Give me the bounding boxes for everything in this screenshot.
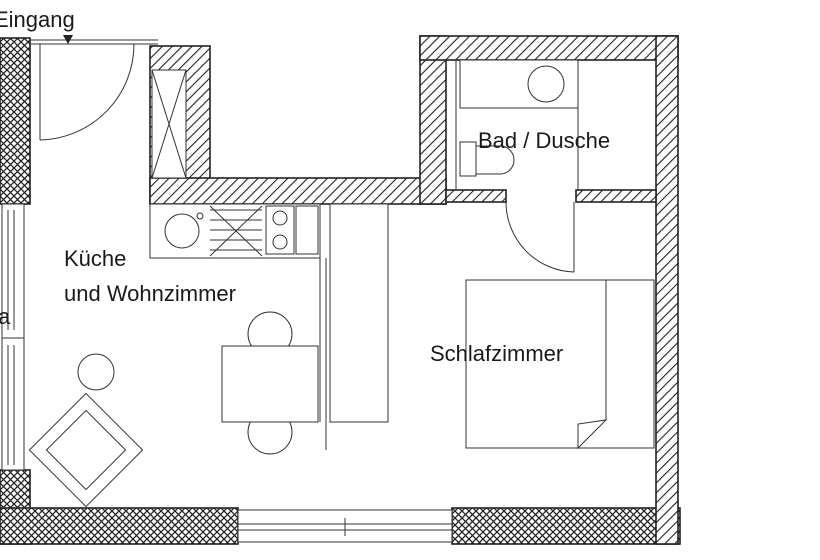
wall-kitchen-top <box>149 177 447 205</box>
bathroom-fixtures <box>455 59 579 190</box>
label-kitchen-line2: und Wohnzimmer <box>64 281 236 306</box>
sink-basin <box>164 213 200 249</box>
stove <box>265 205 319 255</box>
bathroom-door <box>505 201 575 273</box>
wall-bath-left <box>419 35 447 205</box>
dining-set <box>221 311 319 455</box>
partition-wardrobe <box>319 203 389 450</box>
dining-table <box>221 345 319 423</box>
wall-left-upper <box>0 37 31 205</box>
drainboard <box>209 205 263 257</box>
toilet <box>459 141 515 177</box>
entrance-arrow-icon <box>63 35 73 44</box>
wall-bottom-right <box>451 507 681 545</box>
wall-bath-top <box>419 35 679 61</box>
bottom-window <box>237 509 453 543</box>
label-kitchen-line1: Küche <box>64 246 126 271</box>
label-bath: Bad / Dusche <box>478 128 610 153</box>
shower-head <box>527 65 565 103</box>
wall-right <box>655 35 679 545</box>
label-left-fragment: a <box>0 304 11 329</box>
label-bedroom: Schlafzimmer <box>430 341 563 366</box>
fridge-niche <box>151 69 187 179</box>
entrance-door <box>30 35 158 141</box>
label-entrance: Eingang <box>0 7 75 32</box>
bed <box>465 279 655 450</box>
floor-lamp <box>77 353 115 391</box>
living-furniture <box>28 353 144 508</box>
armchair <box>28 392 144 508</box>
left-windows <box>1 203 25 471</box>
wall-bottom-left <box>0 507 239 545</box>
wall-bath-bottom-right <box>575 189 657 203</box>
wall-bath-bottom-left <box>445 189 507 203</box>
kitchen-counter <box>149 203 321 259</box>
